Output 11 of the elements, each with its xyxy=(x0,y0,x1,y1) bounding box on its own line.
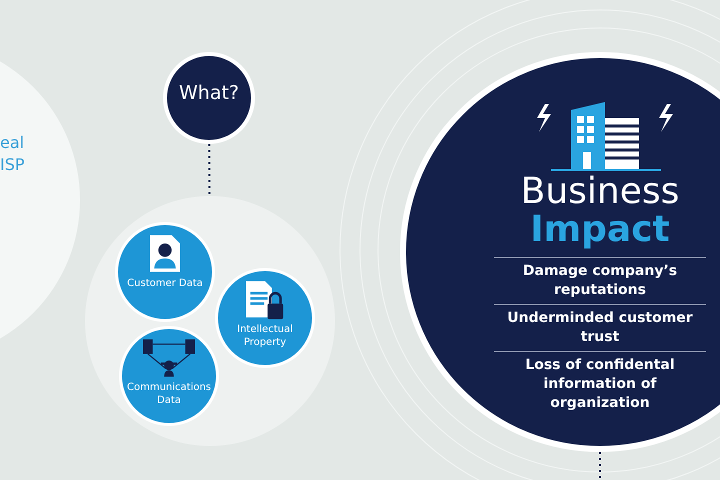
heading: Business Impact xyxy=(520,173,680,252)
dotted-connector xyxy=(599,452,601,480)
node-label: Communications Data xyxy=(126,381,212,407)
impact-item: Loss of confidental information of organization xyxy=(494,351,706,417)
impact-item: Underminded customer trust xyxy=(494,304,706,351)
node-label: Intellectual Property xyxy=(236,323,294,349)
node-label: Customer Data xyxy=(126,277,204,290)
node-label: What? xyxy=(178,82,240,104)
dotted-connector xyxy=(208,144,210,196)
impact-item: Damage company’s reputations xyxy=(494,257,706,304)
node-label: eal ISP xyxy=(0,132,26,176)
